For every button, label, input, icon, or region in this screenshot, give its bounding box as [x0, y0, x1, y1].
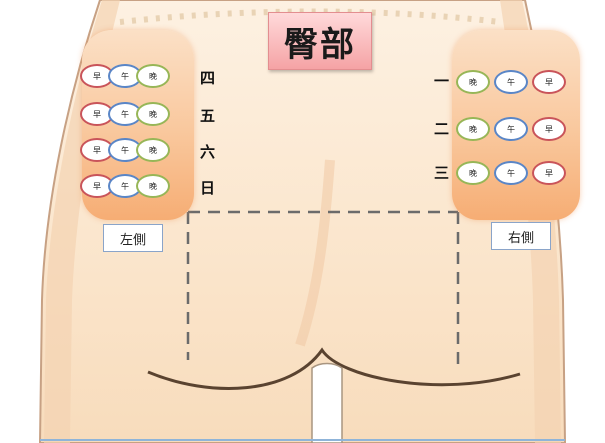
- left-side-label: 左側: [103, 224, 163, 252]
- slot-evening[interactable]: 晚: [456, 161, 490, 185]
- day-label-wednesday: 三: [434, 164, 450, 182]
- right-edge-shade: [500, 0, 561, 443]
- slot-evening[interactable]: 晚: [456, 117, 490, 141]
- slot-morning[interactable]: 早: [532, 70, 566, 94]
- slot-evening[interactable]: 晚: [136, 174, 170, 198]
- day-label-monday: 一: [434, 72, 450, 90]
- day-label-thursday: 四: [200, 69, 216, 87]
- slot-evening[interactable]: 晚: [136, 102, 170, 126]
- leg-gap: [311, 362, 343, 443]
- right-side-label: 右側: [491, 222, 551, 250]
- slot-noon[interactable]: 午: [494, 117, 528, 141]
- slot-noon[interactable]: 午: [494, 161, 528, 185]
- day-label-sunday: 日: [200, 179, 216, 197]
- slot-noon[interactable]: 午: [494, 70, 528, 94]
- left-row-sunday: 早 午 晚: [80, 174, 170, 198]
- day-label-saturday: 六: [200, 143, 216, 161]
- slot-evening[interactable]: 晚: [136, 138, 170, 162]
- slot-evening[interactable]: 晚: [136, 64, 170, 88]
- left-row-saturday: 早 午 晚: [80, 138, 170, 162]
- slot-morning[interactable]: 早: [532, 117, 566, 141]
- right-row-monday: 晚 午 早: [456, 70, 566, 94]
- slot-morning[interactable]: 早: [532, 161, 566, 185]
- right-row-wednesday: 晚 午 早: [456, 161, 566, 185]
- gluteal-fold: [147, 347, 521, 390]
- slot-evening[interactable]: 晚: [456, 70, 490, 94]
- left-row-friday: 早 午 晚: [80, 102, 170, 126]
- waistband-dots: [119, 8, 501, 25]
- left-edge-shade: [44, 0, 120, 443]
- page-title: 臀部: [268, 12, 372, 70]
- right-row-tuesday: 晚 午 早: [456, 117, 566, 141]
- left-row-thursday: 早 午 晚: [80, 64, 170, 88]
- day-label-tuesday: 二: [434, 120, 450, 138]
- day-label-friday: 五: [200, 107, 216, 125]
- center-crease: [295, 159, 335, 347]
